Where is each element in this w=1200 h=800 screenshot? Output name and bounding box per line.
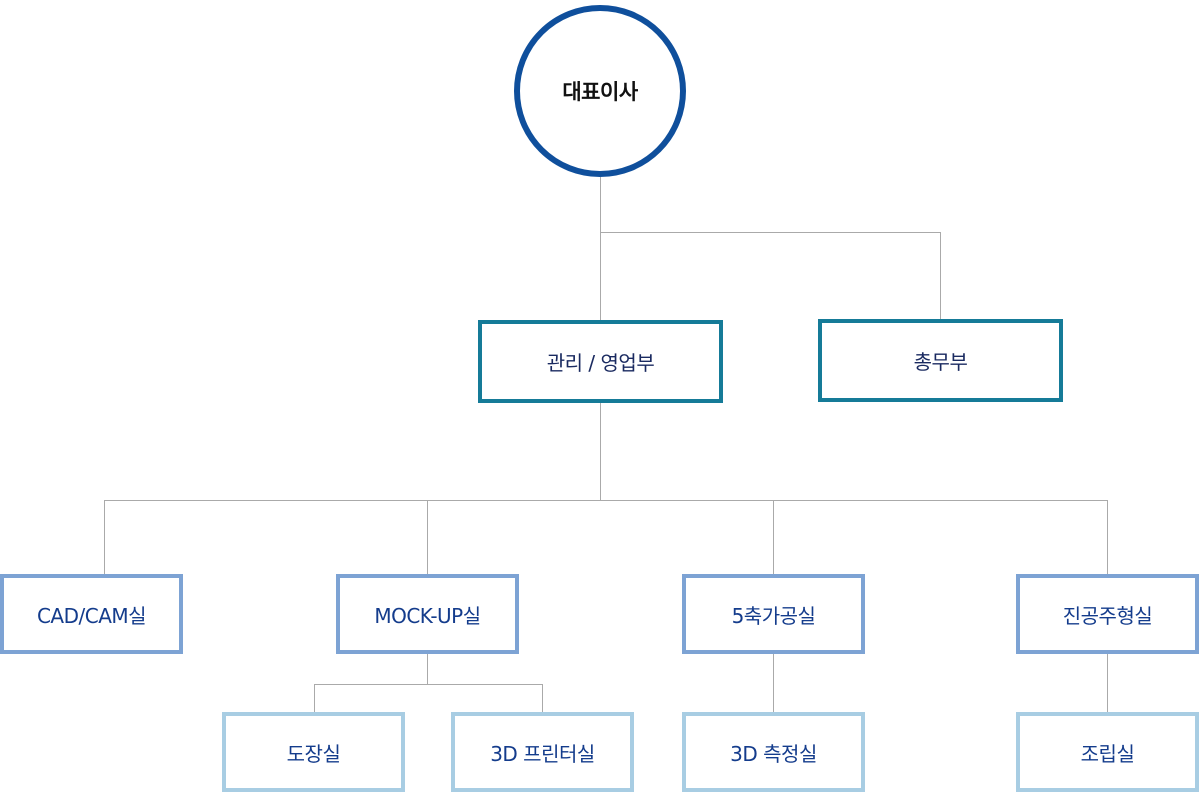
node-5-axis: 5축가공실 <box>682 574 865 654</box>
node-management-sales: 관리 / 영업부 <box>478 320 723 403</box>
node-painting-label: 도장실 <box>286 741 341 766</box>
node-ceo-label: 대표이사 <box>562 80 638 104</box>
connector-mockup-subrooms <box>314 652 543 713</box>
node-3d-measurement-label: 3D 측정실 <box>730 741 817 766</box>
connector-dept-rooms <box>104 402 1108 575</box>
node-5-axis-label: 5축가공실 <box>731 603 816 628</box>
node-mock-up-label: MOCK-UP실 <box>374 603 481 628</box>
node-3d-measurement: 3D 측정실 <box>682 712 865 792</box>
node-3d-printer-label: 3D 프린터실 <box>490 741 595 766</box>
node-3d-printer: 3D 프린터실 <box>451 712 634 792</box>
node-vacuum-casting-label: 진공주형실 <box>1062 603 1153 628</box>
node-vacuum-casting: 진공주형실 <box>1016 574 1199 654</box>
connector-root-departments <box>600 177 941 321</box>
node-painting: 도장실 <box>222 712 405 792</box>
node-management-sales-label: 관리 / 영업부 <box>546 351 655 375</box>
node-assembly: 조립실 <box>1016 712 1199 792</box>
node-ceo: 대표이사 <box>514 5 686 177</box>
node-general-affairs: 총무부 <box>818 319 1063 402</box>
node-mock-up: MOCK-UP실 <box>336 574 519 654</box>
node-cad-cam: CAD/CAM실 <box>0 574 183 654</box>
node-general-affairs-label: 총무부 <box>913 350 968 374</box>
node-assembly-label: 조립실 <box>1080 741 1135 766</box>
node-cad-cam-label: CAD/CAM실 <box>36 603 147 628</box>
